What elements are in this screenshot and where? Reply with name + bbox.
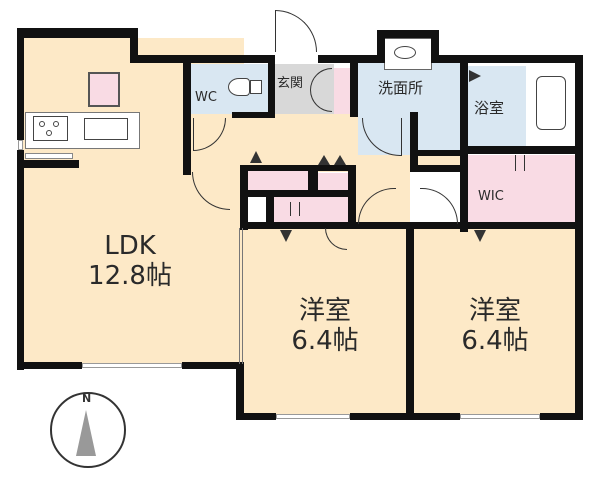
wall	[431, 55, 583, 63]
wall	[268, 55, 275, 117]
wc-label: WC	[195, 90, 217, 105]
room-name: 洋室	[298, 296, 351, 326]
hall-utility-box	[248, 197, 266, 221]
wall	[182, 362, 242, 369]
kitchen-shelf	[25, 153, 73, 159]
western2-label: 洋室 6.4帖	[425, 296, 565, 357]
washbasin-icon	[394, 46, 416, 59]
wall	[236, 413, 276, 420]
hanger-rod-icon	[515, 155, 525, 171]
western2-door-swing	[420, 188, 458, 224]
wall	[377, 30, 439, 38]
shoe-closet	[334, 68, 352, 114]
room-size: 6.4帖	[461, 325, 529, 356]
front-door-swing	[275, 10, 317, 52]
hall-closet-3	[274, 196, 350, 224]
bathroom-label: 浴室	[474, 99, 505, 117]
window	[460, 414, 540, 419]
wall	[308, 165, 318, 195]
room-name: 洋室	[468, 296, 521, 326]
wall	[540, 413, 583, 420]
compass-needle	[76, 410, 96, 456]
sink-icon	[84, 118, 128, 140]
wall	[410, 112, 418, 172]
window	[276, 414, 350, 419]
door-marker-icon	[280, 230, 292, 242]
wall	[350, 55, 358, 117]
wic-area	[468, 155, 578, 228]
wall	[350, 55, 385, 63]
wall	[406, 222, 414, 420]
western2-floor	[414, 228, 576, 418]
door-marker-icon	[469, 70, 481, 82]
wall	[17, 28, 24, 140]
door-marker-icon	[250, 151, 262, 163]
wall	[240, 190, 352, 197]
stove-icon	[33, 116, 68, 141]
ldk-label: LDK 12.8帖	[70, 231, 190, 292]
wall	[240, 165, 248, 230]
western1-floor	[243, 228, 410, 418]
washroom-label: 洗面所	[378, 79, 424, 97]
wall	[17, 28, 135, 38]
wall	[410, 165, 468, 172]
toilet-tank	[250, 80, 262, 94]
wall	[431, 30, 439, 60]
fridge-space	[88, 72, 120, 107]
wall	[410, 150, 465, 156]
window	[82, 363, 182, 368]
wall	[466, 146, 578, 154]
toilet-icon	[228, 78, 250, 96]
wall	[377, 30, 385, 60]
window	[18, 140, 23, 150]
sliding-partition	[239, 228, 243, 364]
door-marker-icon	[334, 155, 346, 165]
bathtub-icon	[536, 76, 566, 130]
room-size: 6.4帖	[291, 325, 359, 356]
wall	[575, 55, 583, 420]
wall	[130, 55, 273, 63]
hall-closet-2	[318, 173, 348, 190]
wall	[460, 62, 468, 232]
compass-icon: N	[50, 392, 126, 468]
wall	[183, 55, 191, 175]
door-marker-icon	[318, 155, 330, 165]
wall	[17, 362, 82, 369]
washbasin-counter	[384, 38, 432, 70]
entrance-label: 玄関	[277, 76, 304, 91]
wall	[130, 28, 138, 63]
western1-label: 洋室 6.4帖	[255, 296, 395, 357]
wall	[318, 55, 358, 63]
hanger-rod-icon	[290, 202, 300, 216]
ldk-floor-upper	[22, 38, 132, 68]
wall	[348, 165, 356, 228]
wall	[240, 165, 352, 171]
compass-north-label: N	[82, 392, 92, 405]
door-marker-icon	[474, 230, 486, 242]
wall	[232, 112, 275, 118]
wall	[17, 168, 24, 370]
wall	[266, 190, 274, 228]
hall-closet-1	[246, 170, 308, 190]
wic-label: WIC	[478, 189, 504, 204]
room-name: LDK	[104, 231, 156, 261]
room-size: 12.8帖	[88, 260, 172, 291]
wall	[17, 160, 79, 168]
wall	[350, 413, 460, 420]
wall	[236, 362, 244, 420]
